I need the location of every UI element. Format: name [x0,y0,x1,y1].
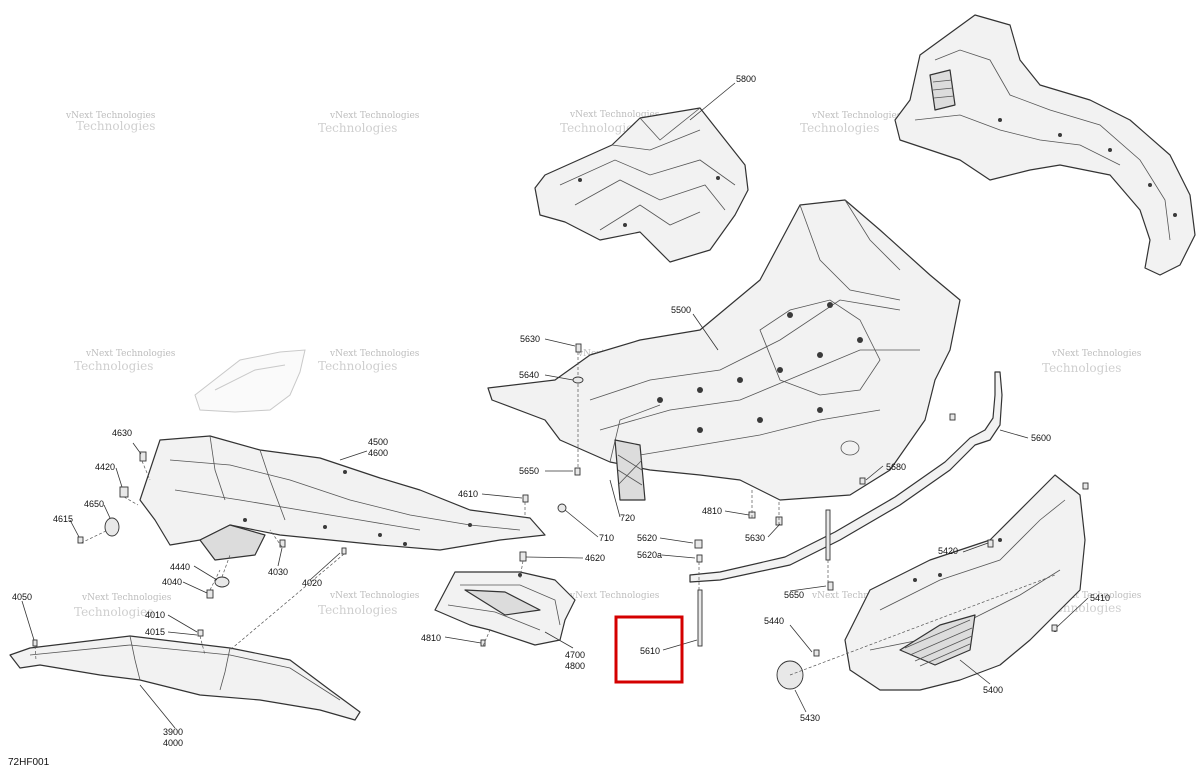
watermark-text: vNext Technologies [65,111,156,121]
watermark-text: Technologies [1042,361,1121,375]
callout-5610[interactable]: 5610 [640,646,660,656]
watermark-text: vNext Technologies [1051,591,1142,601]
part-rear-fender[interactable] [894,14,1196,276]
part-4700-skid-plate[interactable] [434,571,576,646]
watermark-text: vNext Technologies [569,591,660,601]
callout-labels: 5800 5500 5630 5640 5650 710 720 4810 56… [12,74,1110,748]
callout-4630[interactable]: 4630 [112,428,132,438]
watermark-text: Technologies [318,121,397,135]
callout-4020[interactable]: 4020 [302,578,322,588]
leader-lines [21,82,1089,729]
callout-5620a[interactable]: 5620a [637,550,662,560]
callout-4000[interactable]: 4000 [163,738,183,748]
callout-5600[interactable]: 5600 [1031,433,1051,443]
watermark-text: Technologies [318,359,397,373]
watermark-text: vNext Technologies [811,111,902,121]
watermark-text: vNext Technologies [85,349,176,359]
part-3900-running-board[interactable] [9,635,361,721]
callout-4700[interactable]: 4700 [565,650,585,660]
callout-4050[interactable]: 4050 [12,592,32,602]
callout-710[interactable]: 710 [599,533,614,543]
callout-4650[interactable]: 4650 [84,499,104,509]
callout-5640[interactable]: 5640 [519,370,539,380]
watermark-text: vNext Technologies [811,591,902,601]
callout-4010[interactable]: 4010 [145,610,165,620]
watermark-text: Technologies [76,119,155,133]
highlight-box [614,615,684,684]
callout-4810[interactable]: 4810 [702,506,722,516]
callout-5680[interactable]: 5680 [886,462,906,472]
watermark-text: vNext Technologies [1051,349,1142,359]
callout-720[interactable]: 720 [620,513,635,523]
watermark-text: vNext Technologies [569,110,660,120]
part-5400-side-panel[interactable] [844,474,1086,691]
callout-5440[interactable]: 5440 [764,616,784,626]
part-4500-side-panel[interactable] [139,435,546,561]
callout-4030[interactable]: 4030 [268,567,288,577]
diagram-code: 72HF001 [8,757,50,768]
assembly-lines [34,352,1056,676]
callout-4015[interactable]: 4015 [145,627,165,637]
callout-4040[interactable]: 4040 [162,577,182,587]
callout-5500[interactable]: 5500 [671,305,691,315]
callout-5410[interactable]: 5410 [1090,593,1110,603]
watermark-text: Technologies [74,605,153,619]
callout-4800[interactable]: 4800 [565,661,585,671]
callout-4610[interactable]: 4610 [458,489,478,499]
watermark-text: vNext Technologies [329,591,420,601]
ghost-reference-part [194,349,306,413]
watermark-text: Technologies [318,603,397,617]
callout-4440[interactable]: 4440 [170,562,190,572]
callout-5620[interactable]: 5620 [637,533,657,543]
watermark-text: vNext Technologies [81,593,172,603]
callout-5430[interactable]: 5430 [800,713,820,723]
callout-5650[interactable]: 5650 [784,590,804,600]
callout-4620[interactable]: 4620 [585,553,605,563]
watermark-text: vNext Technologies [329,111,420,121]
callout-4615[interactable]: 4615 [53,514,73,524]
watermark-text: Technologies [800,121,879,135]
callout-4600[interactable]: 4600 [368,448,388,458]
callout-4810[interactable]: 4810 [421,633,441,643]
part-5500-floor-pan[interactable] [487,199,961,501]
callout-5650[interactable]: 5650 [519,466,539,476]
callout-5420[interactable]: 5420 [938,546,958,556]
callout-4500[interactable]: 4500 [368,437,388,447]
part-5800-tray[interactable] [534,107,749,263]
callout-5400[interactable]: 5400 [983,685,1003,695]
part-5600-rod[interactable] [689,371,1003,583]
watermark-text: Technologies [74,359,153,373]
watermark-text: Technologies [560,121,639,135]
callout-5630[interactable]: 5630 [745,533,765,543]
watermark-text: vNext Technologies [329,349,420,359]
callout-5800[interactable]: 5800 [736,74,756,84]
callout-5630[interactable]: 5630 [520,334,540,344]
callout-3900[interactable]: 3900 [163,727,183,737]
callout-4420[interactable]: 4420 [95,462,115,472]
hardware[interactable] [32,343,1089,690]
